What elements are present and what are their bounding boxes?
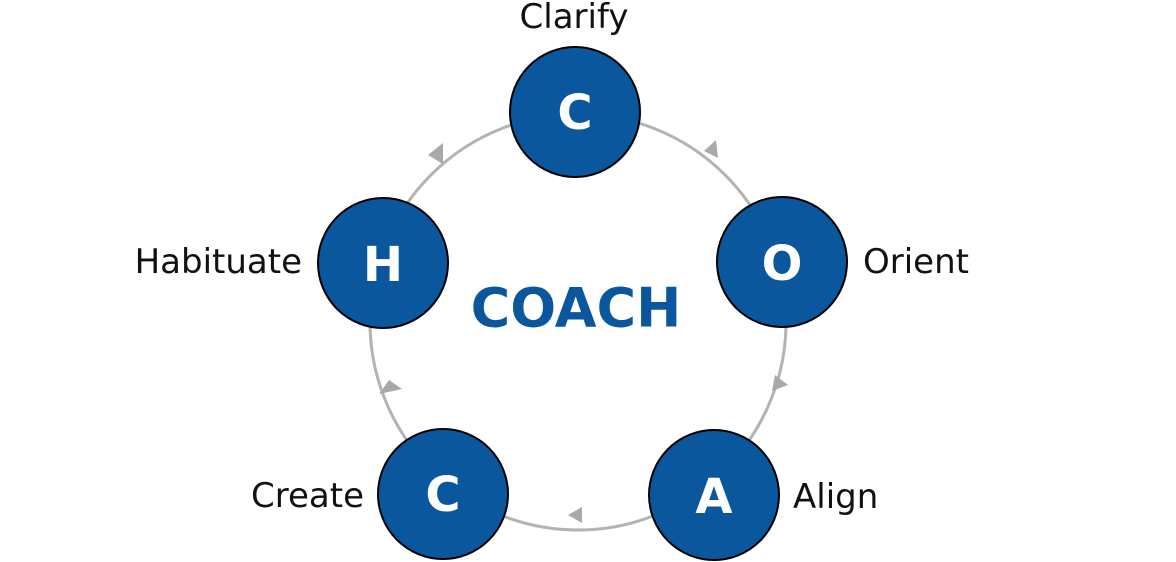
step-node-habituate: H — [317, 197, 449, 329]
flow-arrow-clarify-orient — [704, 140, 718, 158]
step-node-align: A — [648, 429, 780, 561]
step-circle-align — [648, 429, 780, 561]
step-circle-clarify — [509, 46, 641, 178]
step-letter-habituate: H — [363, 237, 403, 293]
step-node-orient: O — [716, 196, 848, 328]
step-label-habituate: Habituate — [135, 242, 302, 282]
step-letter-orient: O — [762, 236, 803, 292]
step-label-orient: Orient — [863, 242, 969, 282]
flow-arrow-create-habituate — [379, 380, 402, 394]
step-letter-clarify: C — [557, 85, 592, 141]
step-node-clarify: C — [509, 46, 641, 178]
step-circle-create — [377, 428, 509, 560]
flow-arrow-habituate-clarify — [428, 143, 443, 164]
step-letter-align: A — [695, 469, 732, 525]
step-label-clarify: Clarify — [520, 0, 629, 37]
step-label-create: Create — [251, 476, 364, 516]
center-title: COACH — [471, 277, 682, 340]
step-circle-habituate — [317, 197, 449, 329]
flow-arrow-align-create — [568, 507, 582, 523]
step-circle-orient — [716, 196, 848, 328]
step-node-create: C — [377, 428, 509, 560]
step-letter-create: C — [425, 467, 460, 523]
step-label-align: Align — [793, 477, 878, 517]
flow-arrow-orient-align — [772, 375, 788, 391]
